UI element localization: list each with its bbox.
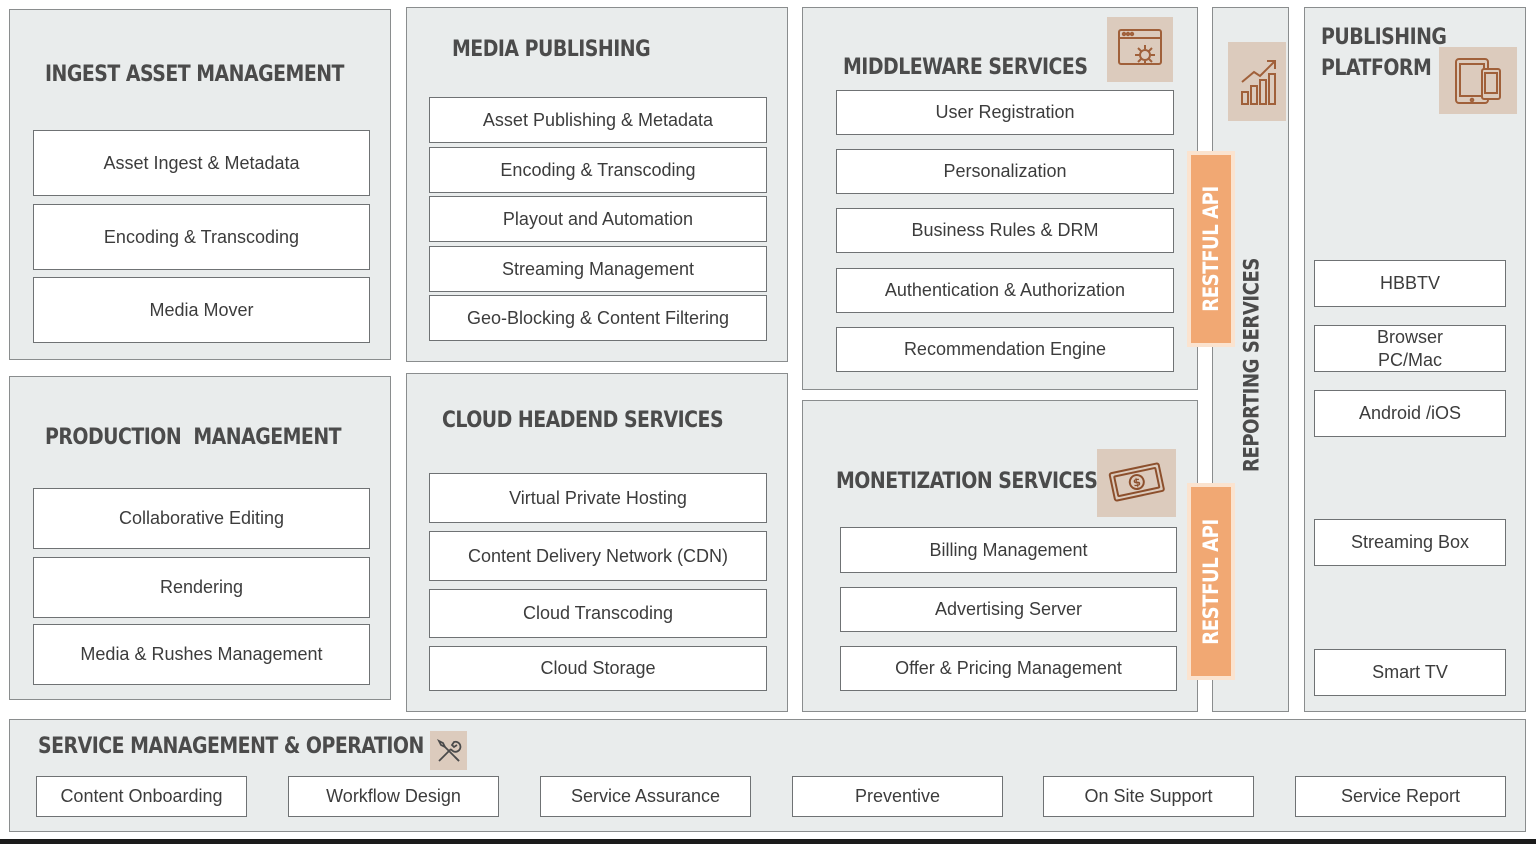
cloud-headend-title: CLOUD HEADEND SERVICES [442, 408, 724, 433]
media-publishing-title: MEDIA PUBLISHING [452, 37, 651, 62]
middleware-title: MIDDLEWARE SERVICES [843, 55, 1088, 80]
media-publishing-item: Playout and Automation [429, 196, 767, 242]
restful-api-top: RESTFUL API [1187, 151, 1235, 347]
monetization-title: MONETIZATION SERVICES [836, 469, 1098, 494]
platform-item-browser: Browser PC/Mac [1314, 325, 1506, 372]
middleware-item: Business Rules & DRM [836, 208, 1174, 253]
bar-chart-growth-icon [1228, 42, 1286, 121]
middleware-item: Recommendation Engine [836, 327, 1174, 372]
service-item: Preventive [792, 776, 1003, 817]
cloud-headend-item: Virtual Private Hosting [429, 473, 767, 523]
service-item: On Site Support [1043, 776, 1254, 817]
publishing-platform-title-line2: PLATFORM [1321, 56, 1432, 81]
service-item: Content Onboarding [36, 776, 247, 817]
platform-item-hbbtv: HBBTV [1314, 260, 1506, 307]
platform-item-browser-line2: PC/Mac [1377, 349, 1442, 370]
middleware-item: User Registration [836, 90, 1174, 135]
service-management-title: SERVICE MANAGEMENT & OPERATION [38, 734, 424, 759]
platform-item-streaming-box: Streaming Box [1314, 519, 1506, 566]
monetization-item: Billing Management [840, 527, 1177, 573]
restful-api-label: RESTFUL API [1199, 518, 1224, 645]
tablet-phone-icon [1439, 47, 1517, 114]
service-management-panel [9, 719, 1526, 832]
production-item: Rendering [33, 557, 370, 618]
media-publishing-item: Geo-Blocking & Content Filtering [429, 295, 767, 341]
production-management-title: PRODUCTION MANAGEMENT [45, 425, 342, 450]
ingest-item: Media Mover [33, 277, 370, 343]
tools-icon [430, 731, 467, 770]
platform-item-android-ios: Android /iOS [1314, 390, 1506, 437]
ingest-item: Asset Ingest & Metadata [33, 130, 370, 196]
service-item: Service Report [1295, 776, 1506, 817]
ingest-item: Encoding & Transcoding [33, 204, 370, 270]
restful-api-label: RESTFUL API [1199, 186, 1224, 312]
svg-text:$: $ [1131, 475, 1141, 489]
production-item: Collaborative Editing [33, 488, 370, 549]
production-item: Media & Rushes Management [33, 624, 370, 685]
media-publishing-item: Streaming Management [429, 246, 767, 292]
service-item: Workflow Design [288, 776, 499, 817]
middleware-item: Personalization [836, 149, 1174, 194]
money-bill-icon: $ [1097, 449, 1176, 517]
bottom-border [0, 839, 1536, 844]
ingest-asset-management-title: INGEST ASSET MANAGEMENT [45, 62, 344, 87]
middleware-item: Authentication & Authorization [836, 268, 1174, 313]
cloud-headend-item: Cloud Storage [429, 646, 767, 691]
monetization-item: Offer & Pricing Management [840, 646, 1177, 691]
cloud-headend-item: Content Delivery Network (CDN) [429, 531, 767, 581]
restful-api-bottom: RESTFUL API [1187, 483, 1235, 680]
monetization-item: Advertising Server [840, 587, 1177, 632]
cloud-headend-item: Cloud Transcoding [429, 589, 767, 638]
media-publishing-item: Asset Publishing & Metadata [429, 97, 767, 143]
publishing-platform-title-line1: PUBLISHING [1321, 25, 1447, 50]
settings-window-icon [1107, 17, 1173, 82]
platform-item-browser-line1: Browser [1376, 326, 1443, 347]
service-item: Service Assurance [540, 776, 751, 817]
platform-item-smart-tv: Smart TV [1314, 649, 1506, 696]
media-publishing-item: Encoding & Transcoding [429, 147, 767, 193]
